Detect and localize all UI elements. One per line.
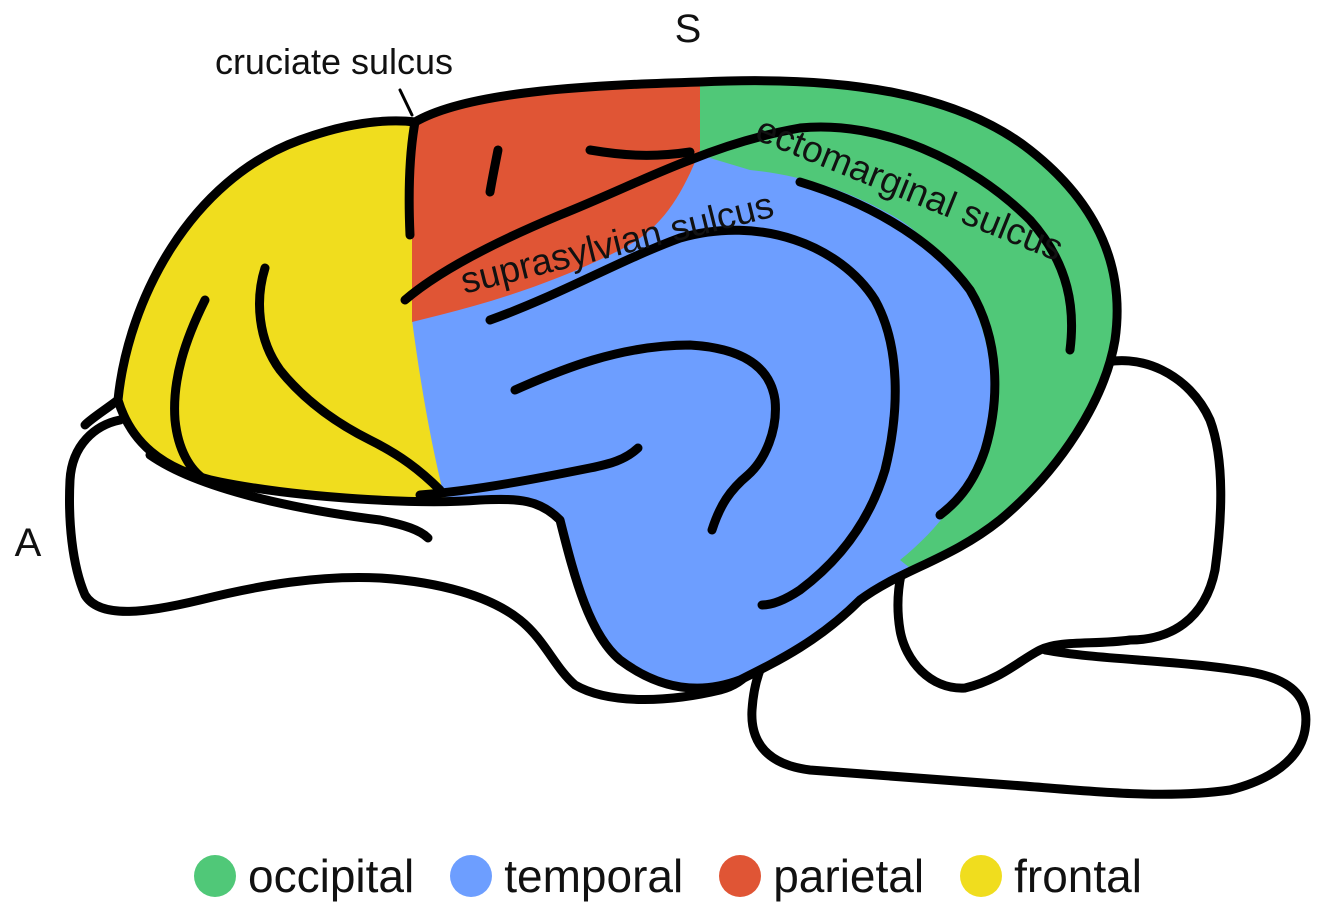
legend-label-temporal: temporal xyxy=(504,853,683,899)
cruciate-pointer xyxy=(400,90,412,115)
legend-label-parietal: parietal xyxy=(773,853,924,899)
label-anterior: A xyxy=(15,521,42,565)
legend-swatch-parietal xyxy=(719,855,761,897)
suprasylvian-branch xyxy=(590,150,690,155)
legend-label-frontal: frontal xyxy=(1014,853,1142,899)
legend-swatch-frontal xyxy=(960,855,1002,897)
legend-item-frontal: frontal xyxy=(960,853,1142,899)
legend-swatch-occipital xyxy=(194,855,236,897)
legend-label-occipital: occipital xyxy=(248,853,414,899)
label-cruciate-sulcus: cruciate sulcus xyxy=(215,41,453,82)
legend-item-occipital: occipital xyxy=(194,853,414,899)
legend-item-temporal: temporal xyxy=(450,853,683,899)
label-superior: S xyxy=(675,7,702,51)
legend-swatch-temporal xyxy=(450,855,492,897)
brainstem xyxy=(752,645,1306,794)
legend: occipital temporal parietal frontal xyxy=(0,845,1336,907)
legend-item-parietal: parietal xyxy=(719,853,924,899)
